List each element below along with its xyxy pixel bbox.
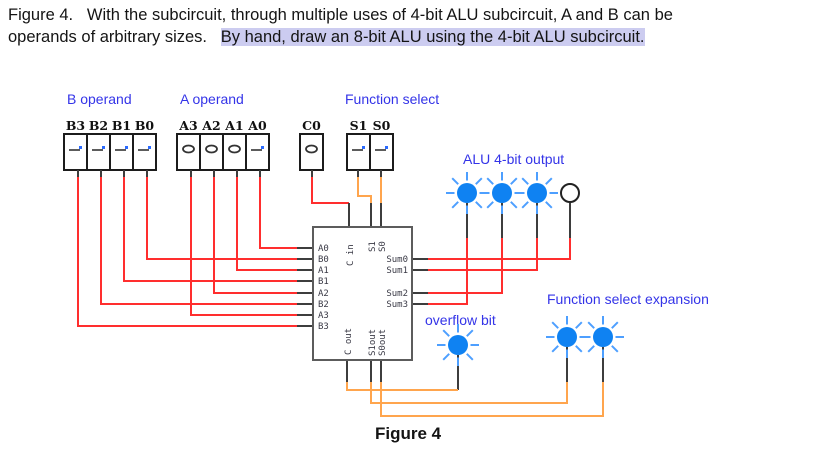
switch-label-a3: A3 — [178, 118, 197, 133]
switch-s1 — [346, 133, 371, 171]
alu-pin-b3: B3 — [318, 322, 329, 332]
led-output-bit1 — [516, 172, 558, 214]
led-output-bit2 — [481, 172, 523, 214]
switch-a2 — [199, 133, 224, 171]
wire-s1out-to-expansion-led — [370, 382, 568, 404]
switch-label-s0: S0 — [373, 118, 391, 133]
led-output-bit3 — [446, 172, 488, 214]
led-expansion-s0 — [582, 316, 624, 358]
alu-pin-sum0: Sum0 — [386, 255, 408, 265]
led-expansion-s1 — [546, 316, 588, 358]
switch-b2 — [86, 133, 111, 171]
header-line2-prefix: operands of arbitrary sizes. — [8, 28, 221, 46]
alu-pin-a0: A0 — [318, 244, 329, 254]
figure-description: Figure 4. With the subcircuit, through m… — [8, 4, 808, 48]
function-select-expansion-label: Function select expansion — [547, 291, 709, 307]
alu-pin-s1out: S1out — [368, 329, 378, 356]
alu-pin-cin: C in — [346, 244, 356, 266]
alu-pin-s0out: S0out — [378, 329, 388, 356]
overflow-bit-label: overflow bit — [425, 312, 496, 328]
switch-a3 — [176, 133, 201, 171]
switch-label-a0: A0 — [247, 118, 267, 133]
alu-pin-a3: A3 — [318, 311, 329, 321]
switch-b1 — [109, 133, 134, 171]
led-output-bit0 — [560, 183, 580, 203]
wire-cout-to-overflow-led — [346, 382, 458, 391]
alu-pin-s0: S0 — [378, 241, 388, 252]
wire-c0-to-cin — [311, 177, 349, 204]
alu-pin-b0: B0 — [318, 255, 329, 265]
switch-a1 — [222, 133, 247, 171]
switch-label-a1: A1 — [224, 118, 243, 133]
a-operand-label: A operand — [180, 91, 244, 107]
b-operand-label: B operand — [67, 91, 132, 107]
alu-pin-stubs — [297, 203, 604, 390]
alu-pin-b1: B1 — [318, 277, 329, 287]
header-line1: Figure 4. With the subcircuit, through m… — [8, 6, 673, 24]
wire-s0out-to-expansion-led — [380, 382, 604, 417]
alu-pin-a2: A2 — [318, 289, 329, 299]
figure-caption: Figure 4 — [375, 424, 442, 443]
switch-a0 — [245, 133, 270, 171]
switch-b0 — [132, 133, 157, 171]
wire-s1-to-alu — [357, 177, 372, 203]
switch-pin-stubs — [77, 170, 382, 177]
function-select-label: Function select — [345, 91, 439, 107]
alu-pin-s1: S1 — [368, 241, 378, 252]
alu-pin-sum3: Sum3 — [386, 300, 408, 310]
alu-pin-sum2: Sum2 — [386, 289, 408, 299]
wire-operands-to-alu — [77, 177, 297, 327]
alu-pin-sum1: Sum1 — [386, 266, 408, 276]
alu-pin-a1: A1 — [318, 266, 329, 276]
alu-pin-cout: C out — [344, 328, 354, 355]
switch-s0 — [369, 133, 394, 171]
wire-sums-to-leds — [428, 238, 571, 305]
alu-pin-b2: B2 — [318, 300, 329, 310]
switch-label-b3: B3 — [66, 118, 85, 133]
switch-label-b2: B2 — [89, 118, 108, 133]
header-highlighted-task: By hand, draw an 8-bit ALU using the 4-b… — [220, 28, 645, 46]
switch-b3 — [63, 133, 88, 171]
alu-subcircuit-box — [312, 226, 413, 361]
switch-label-b1: B1 — [112, 118, 131, 133]
led-overflow — [437, 324, 479, 366]
alu-output-label: ALU 4-bit output — [463, 151, 564, 167]
switch-c0 — [299, 133, 324, 171]
switch-label-a2: A2 — [201, 118, 220, 133]
switch-label-s1: S1 — [350, 118, 368, 133]
switch-label-b0: B0 — [135, 118, 155, 133]
switch-label-c0: C0 — [302, 118, 321, 133]
